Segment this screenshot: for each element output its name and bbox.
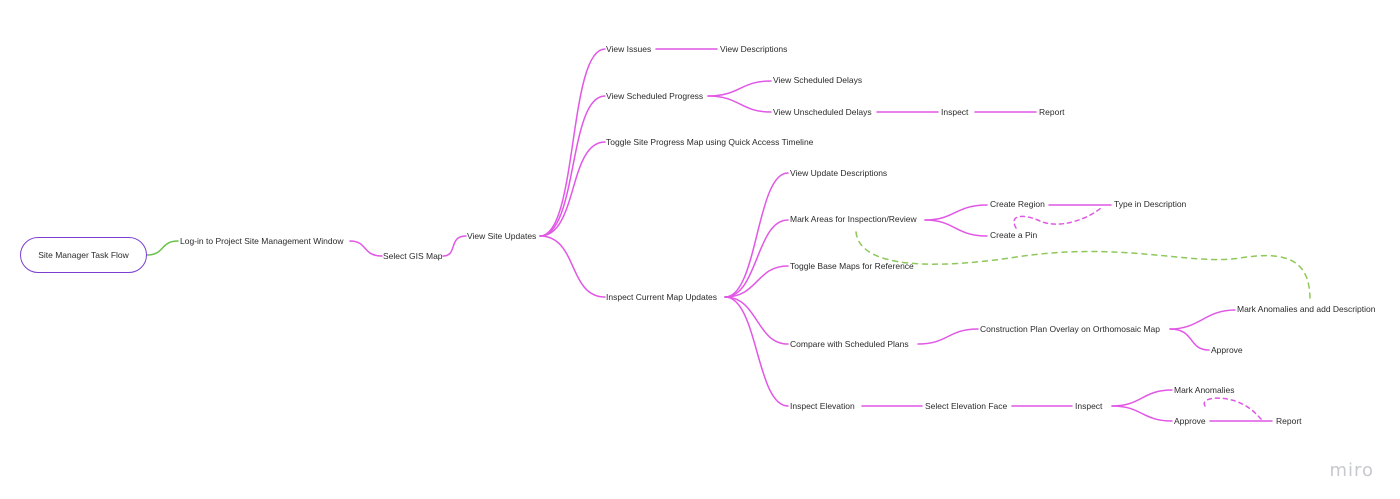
dashed-link-pin-typedesc <box>1013 206 1103 229</box>
node-mark-anomalies-description[interactable]: Mark Anomalies and add Description <box>1237 304 1376 314</box>
connector-viewsite-toggle <box>539 141 606 237</box>
node-inspect-elevation[interactable]: Inspect Elevation <box>790 401 855 411</box>
node-view-site-updates[interactable]: View Site Updates <box>467 231 537 241</box>
node-login[interactable]: Log-in to Project Site Management Window <box>180 236 344 246</box>
node-type-description[interactable]: Type in Description <box>1114 199 1187 209</box>
node-select-elevation-face[interactable]: Select Elevation Face <box>925 401 1008 411</box>
node-inspect-delays[interactable]: Inspect <box>941 107 969 117</box>
node-approve-elevation[interactable]: Approve <box>1174 416 1206 426</box>
connector-viewsite-inspectmap <box>539 235 606 298</box>
root-node[interactable]: Site Manager Task Flow <box>20 237 147 273</box>
miro-logo: miro <box>1329 460 1374 481</box>
connector-compare-overlay <box>917 328 979 345</box>
dashed-link-anomalies-report <box>1203 397 1263 421</box>
connector-viewsite-schedprogress <box>539 95 606 237</box>
node-report-elevation[interactable]: Report <box>1276 416 1302 426</box>
node-inspect-map-updates[interactable]: Inspect Current Map Updates <box>606 292 718 302</box>
node-inspect-elevation-face[interactable]: Inspect <box>1075 401 1103 411</box>
node-toggle-progress-map[interactable]: Toggle Site Progress Map using Quick Acc… <box>606 137 814 147</box>
connector-root-login <box>146 240 179 256</box>
connector-inspectmap-updatedesc <box>724 172 789 298</box>
node-approve-overlay[interactable]: Approve <box>1211 345 1243 355</box>
connector-inspectmap-elevation <box>724 296 789 407</box>
node-mark-areas[interactable]: Mark Areas for Inspection/Review <box>790 214 917 224</box>
connector-overlay-approve <box>1169 328 1210 351</box>
connector-selectgis-viewsite <box>442 235 467 257</box>
connector-inspectmap-compare <box>724 296 789 345</box>
node-view-scheduled-progress[interactable]: View Scheduled Progress <box>606 91 704 101</box>
connector-markareas-pin <box>924 219 988 237</box>
connector-markareas-region <box>924 204 988 221</box>
node-mark-anomalies[interactable]: Mark Anomalies <box>1174 385 1235 395</box>
connector-inspectmap-togglebase <box>724 265 789 298</box>
node-view-unscheduled-delays[interactable]: View Unscheduled Delays <box>773 107 872 117</box>
root-label: Site Manager Task Flow <box>38 250 129 260</box>
node-report-delays[interactable]: Report <box>1039 107 1065 117</box>
node-create-region[interactable]: Create Region <box>990 199 1045 209</box>
dashed-link-markareas-anomaliesdesc <box>855 231 1311 301</box>
node-compare-plans[interactable]: Compare with Scheduled Plans <box>790 339 909 349</box>
node-toggle-base-maps[interactable]: Toggle Base Maps for Reference <box>790 261 914 271</box>
connector-overlay-anomalies <box>1169 309 1236 330</box>
node-select-gis-map[interactable]: Select GIS Map <box>383 251 443 261</box>
connector-inspect2-approve <box>1111 405 1173 422</box>
connector-inspectmap-markareas <box>724 219 789 298</box>
connector-inspect2-anomalies <box>1111 389 1173 407</box>
node-create-pin[interactable]: Create a Pin <box>990 230 1038 240</box>
node-view-update-descriptions[interactable]: View Update Descriptions <box>790 168 888 178</box>
node-construction-overlay[interactable]: Construction Plan Overlay on Orthomosaic… <box>980 324 1160 334</box>
connector-viewsite-issues <box>539 48 606 237</box>
connector-login-selectgis <box>349 240 383 257</box>
connector-progress-unscheddelays <box>707 95 772 113</box>
node-view-descriptions[interactable]: View Descriptions <box>720 44 788 54</box>
connector-progress-scheddelays <box>707 80 772 97</box>
node-view-issues[interactable]: View Issues <box>606 44 652 54</box>
node-view-scheduled-delays[interactable]: View Scheduled Delays <box>773 75 863 85</box>
